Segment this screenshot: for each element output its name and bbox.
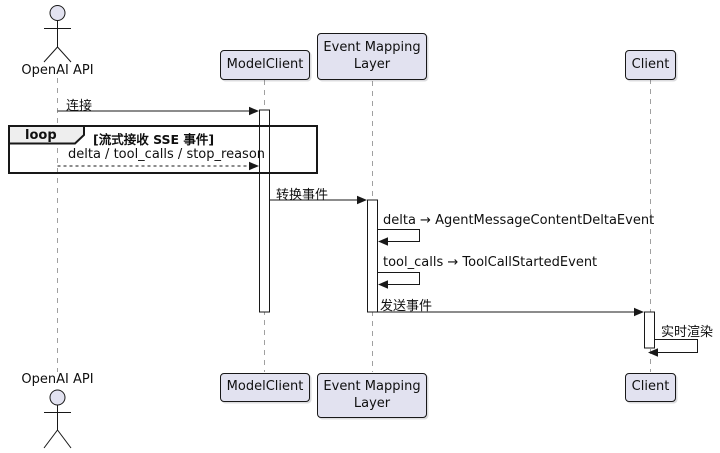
arrowhead-connect bbox=[249, 106, 259, 116]
loop-keyword: loop bbox=[25, 128, 57, 143]
participant-label: Client bbox=[631, 379, 670, 395]
arrowhead-send-event bbox=[634, 307, 644, 317]
loop-condition: [流式接收 SSE 事件] bbox=[93, 132, 215, 147]
activation-event-mapping bbox=[367, 199, 378, 313]
loop-frame bbox=[8, 125, 318, 174]
actor-label-openai-bottom: OpenAI API bbox=[21, 372, 94, 387]
participant-label: Client bbox=[631, 56, 670, 72]
participant-label: ModelClient bbox=[226, 379, 304, 395]
message-label-tool-call-mapping: tool_calls → ToolCallStartedEvent bbox=[383, 255, 598, 270]
participant-label: Event Mapping Layer bbox=[323, 40, 421, 72]
arrow-realtime-render bbox=[651, 339, 698, 353]
message-arrows bbox=[57, 106, 698, 357]
participant-event-mapping-top: Event Mapping Layer bbox=[317, 33, 427, 80]
participant-client-bottom: Client bbox=[625, 373, 676, 402]
arrow-delta-mapping bbox=[377, 229, 420, 242]
actor-icon-bottom bbox=[43, 389, 72, 449]
participant-label: Event Mapping Layer bbox=[323, 379, 421, 411]
message-label-delta-mapping: delta → AgentMessageContentDeltaEvent bbox=[383, 213, 655, 228]
arrowhead-delta-mapping bbox=[378, 237, 388, 246]
activation-bars bbox=[259, 109, 655, 349]
actor-label-openai-top: OpenAI API bbox=[21, 63, 94, 78]
arrowhead-stream-return bbox=[249, 161, 259, 171]
arrowhead-transform bbox=[357, 195, 367, 205]
participant-client-top: Client bbox=[625, 50, 676, 80]
participant-modelclient-top: ModelClient bbox=[220, 50, 310, 80]
arrowhead-realtime-render bbox=[648, 348, 658, 357]
activation-modelclient bbox=[259, 109, 270, 313]
arrow-tool-call-mapping bbox=[377, 272, 420, 285]
participant-label: ModelClient bbox=[226, 56, 304, 72]
loop-tab bbox=[8, 125, 85, 145]
message-label-transform: 转换事件 bbox=[276, 188, 329, 203]
participant-modelclient-bottom: ModelClient bbox=[220, 373, 310, 402]
arrowhead-tool-call-mapping bbox=[378, 280, 388, 289]
message-label-connect: 连接 bbox=[66, 99, 93, 114]
participant-event-mapping-bottom: Event Mapping Layer bbox=[317, 373, 427, 418]
loop-fragment bbox=[8, 125, 318, 174]
message-label-stream-return: delta / tool_calls / stop_reason bbox=[68, 147, 266, 162]
actor-icon-top bbox=[43, 5, 72, 63]
message-label-realtime-render: 实时渲染 bbox=[661, 325, 714, 340]
activation-client bbox=[644, 311, 655, 349]
message-label-send-event: 发送事件 bbox=[380, 299, 433, 314]
